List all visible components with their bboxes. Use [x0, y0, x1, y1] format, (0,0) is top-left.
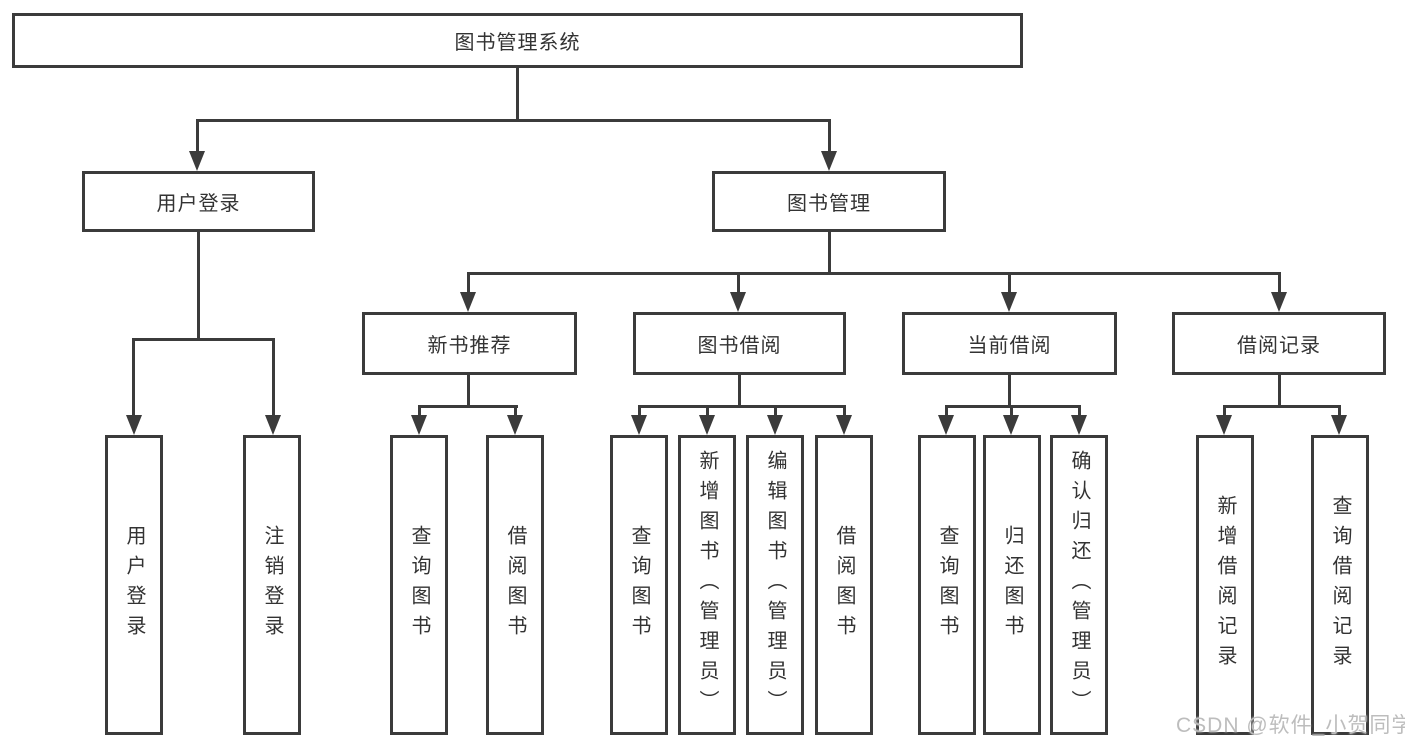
node-root-label: 图书管理系统	[454, 32, 581, 54]
node-new-book-recommend: 新书推荐	[362, 312, 577, 375]
connector-line	[945, 405, 1081, 408]
leaf-bb-borrow-books-label: 借阅图书	[833, 525, 855, 645]
arrowhead-down-icon	[699, 415, 715, 435]
node-book-borrow: 图书借阅	[633, 312, 846, 375]
arrowhead-down-icon	[938, 415, 954, 435]
node-user-login-label: 用户登录	[156, 193, 241, 215]
node-current-borrow-label: 当前借阅	[967, 335, 1052, 357]
arrowhead-down-icon	[265, 415, 281, 435]
leaf-cb-return-books: 归还图书	[983, 435, 1041, 735]
connector-line	[272, 338, 275, 417]
leaf-cb-return-books-label: 归还图书	[1001, 525, 1023, 645]
arrowhead-down-icon	[1331, 415, 1347, 435]
leaf-nb-borrow-books-label: 借阅图书	[504, 525, 526, 645]
leaf-nb-query-books: 查询图书	[390, 435, 448, 735]
node-book-management-label: 图书管理	[787, 193, 871, 215]
arrowhead-down-icon	[1071, 415, 1087, 435]
leaf-bb-add-books-admin: 新增图书（管理员）	[678, 435, 736, 735]
connector-line	[828, 232, 831, 272]
leaf-logout-label: 注销登录	[261, 525, 283, 645]
arrowhead-down-icon	[836, 415, 852, 435]
connector-line	[1008, 375, 1011, 405]
arrowhead-down-icon	[189, 151, 205, 171]
arrowhead-down-icon	[730, 292, 746, 312]
connector-line	[1078, 405, 1081, 417]
connector-line	[843, 405, 846, 417]
arrowhead-down-icon	[767, 415, 783, 435]
leaf-cb-query-books-label: 查询图书	[936, 525, 958, 645]
leaf-bb-edit-books-admin: 编辑图书（管理员）	[746, 435, 804, 735]
connector-line	[467, 272, 1281, 275]
connector-line	[1338, 405, 1341, 417]
leaf-logout: 注销登录	[243, 435, 301, 735]
leaf-cb-confirm-return-admin: 确认归还（管理员）	[1050, 435, 1108, 735]
connector-line	[197, 232, 200, 338]
connector-line	[1223, 405, 1340, 408]
connector-line	[132, 338, 135, 417]
connector-line	[132, 338, 275, 341]
node-book-management: 图书管理	[712, 171, 946, 232]
leaf-bb-query-books-label: 查询图书	[628, 525, 650, 645]
leaf-bb-edit-books-admin-label: 编辑图书（管理员）	[764, 450, 786, 720]
connector-line	[1008, 272, 1011, 294]
leaf-cb-query-books: 查询图书	[918, 435, 976, 735]
connector-line	[516, 68, 519, 119]
node-book-borrow-label: 图书借阅	[697, 335, 782, 357]
leaf-user-login-label: 用户登录	[123, 525, 145, 645]
arrowhead-down-icon	[460, 292, 476, 312]
leaf-bb-borrow-books: 借阅图书	[815, 435, 873, 735]
connector-line	[774, 405, 777, 417]
arrowhead-down-icon	[411, 415, 427, 435]
leaf-bb-add-books-admin-label: 新增图书（管理员）	[696, 450, 718, 720]
leaf-nb-borrow-books: 借阅图书	[486, 435, 544, 735]
node-current-borrow: 当前借阅	[902, 312, 1117, 375]
connector-line	[1223, 405, 1226, 417]
leaf-cb-confirm-return-admin-label: 确认归还（管理员）	[1068, 450, 1090, 720]
arrowhead-down-icon	[631, 415, 647, 435]
node-root: 图书管理系统	[12, 13, 1023, 68]
leaf-bb-query-books: 查询图书	[610, 435, 668, 735]
node-new-book-recommend-label: 新书推荐	[427, 335, 512, 357]
arrowhead-down-icon	[1216, 415, 1232, 435]
connector-line	[945, 405, 948, 417]
node-borrow-records: 借阅记录	[1172, 312, 1386, 375]
connector-line	[514, 405, 517, 417]
leaf-br-add-record: 新增借阅记录	[1196, 435, 1254, 735]
connector-line	[418, 405, 518, 408]
arrowhead-down-icon	[507, 415, 523, 435]
leaf-nb-query-books-label: 查询图书	[408, 525, 430, 645]
connector-line	[706, 405, 709, 417]
arrowhead-down-icon	[821, 151, 837, 171]
leaf-br-add-record-label: 新增借阅记录	[1214, 495, 1236, 675]
connector-line	[418, 405, 421, 417]
connector-line	[1010, 405, 1013, 417]
arrowhead-down-icon	[1003, 415, 1019, 435]
leaf-br-query-record-label: 查询借阅记录	[1329, 495, 1351, 675]
connector-line	[1278, 272, 1281, 294]
csdn-watermark: CSDN @软件_小贺同学	[1176, 714, 1405, 737]
connector-line	[196, 119, 199, 153]
arrowhead-down-icon	[126, 415, 142, 435]
arrowhead-down-icon	[1271, 292, 1287, 312]
connector-line	[1278, 375, 1281, 405]
node-borrow-records-label: 借阅记录	[1237, 335, 1321, 357]
connector-line	[828, 119, 831, 153]
connector-line	[738, 375, 741, 405]
arrowhead-down-icon	[1001, 292, 1017, 312]
connector-line	[467, 272, 470, 294]
connector-line	[638, 405, 846, 408]
connector-line	[638, 405, 641, 417]
connector-line	[467, 375, 470, 405]
node-user-login: 用户登录	[82, 171, 315, 232]
leaf-user-login: 用户登录	[105, 435, 163, 735]
connector-line	[196, 119, 831, 122]
connector-line	[737, 272, 740, 294]
leaf-br-query-record: 查询借阅记录	[1311, 435, 1369, 735]
